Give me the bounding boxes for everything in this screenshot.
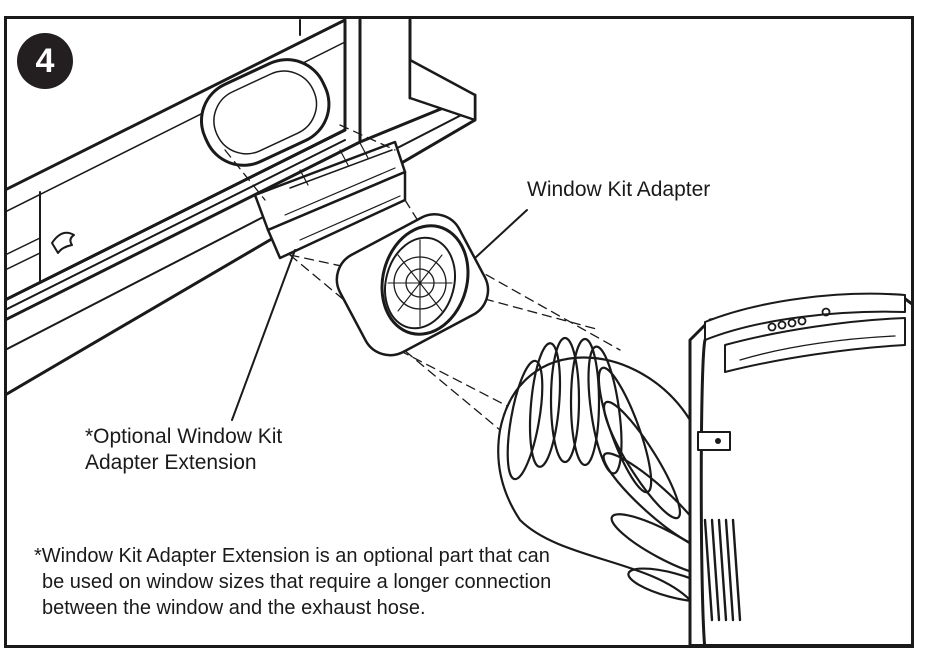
optional-extension-label: *Optional Window Kit Adapter Extension [85, 424, 282, 476]
extension-leader-line [231, 249, 296, 421]
footnote-line3: between the window and the exhaust hose. [42, 597, 426, 619]
adapter-leader-line [474, 209, 528, 259]
window-kit-adapter-label: Window Kit Adapter [527, 178, 711, 201]
optional-extension-label-line2: Adapter Extension [85, 451, 257, 474]
footnote: *Window Kit Adapter Extension is an opti… [34, 543, 551, 621]
diagram-frame [4, 16, 914, 648]
footnote-line2: be used on window sizes that require a l… [42, 571, 552, 593]
exhaust-hose [497, 336, 720, 603]
adapter-extension [253, 140, 407, 260]
window-kit-adapter [335, 213, 490, 357]
optional-extension-label-line1: *Optional Window Kit [85, 425, 283, 448]
footnote-line1: *Window Kit Adapter Extension is an opti… [34, 545, 550, 567]
step-number-badge: 4 [17, 33, 73, 89]
ac-unit [688, 292, 911, 645]
